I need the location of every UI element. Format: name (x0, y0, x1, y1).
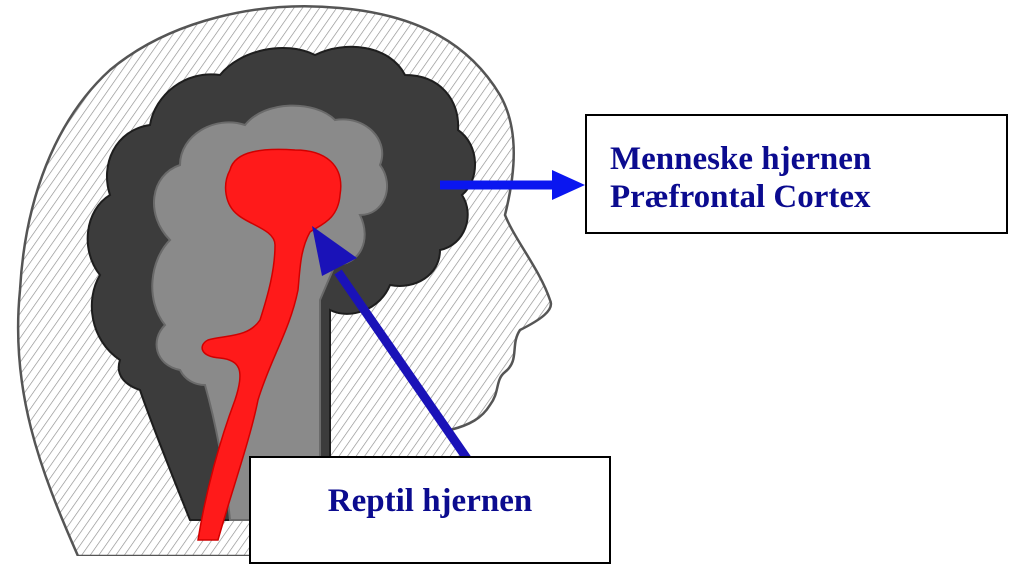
human-brain-label-line1: Menneske hjernen (610, 140, 1006, 178)
reptile-brain-label: Reptil hjernen (249, 456, 611, 564)
human-brain-label-line2: Præfrontal Cortex (610, 178, 1006, 216)
reptile-brain-label-text: Reptil hjernen (328, 483, 532, 519)
human-brain-label: Menneske hjernen Præfrontal Cortex (585, 114, 1008, 234)
